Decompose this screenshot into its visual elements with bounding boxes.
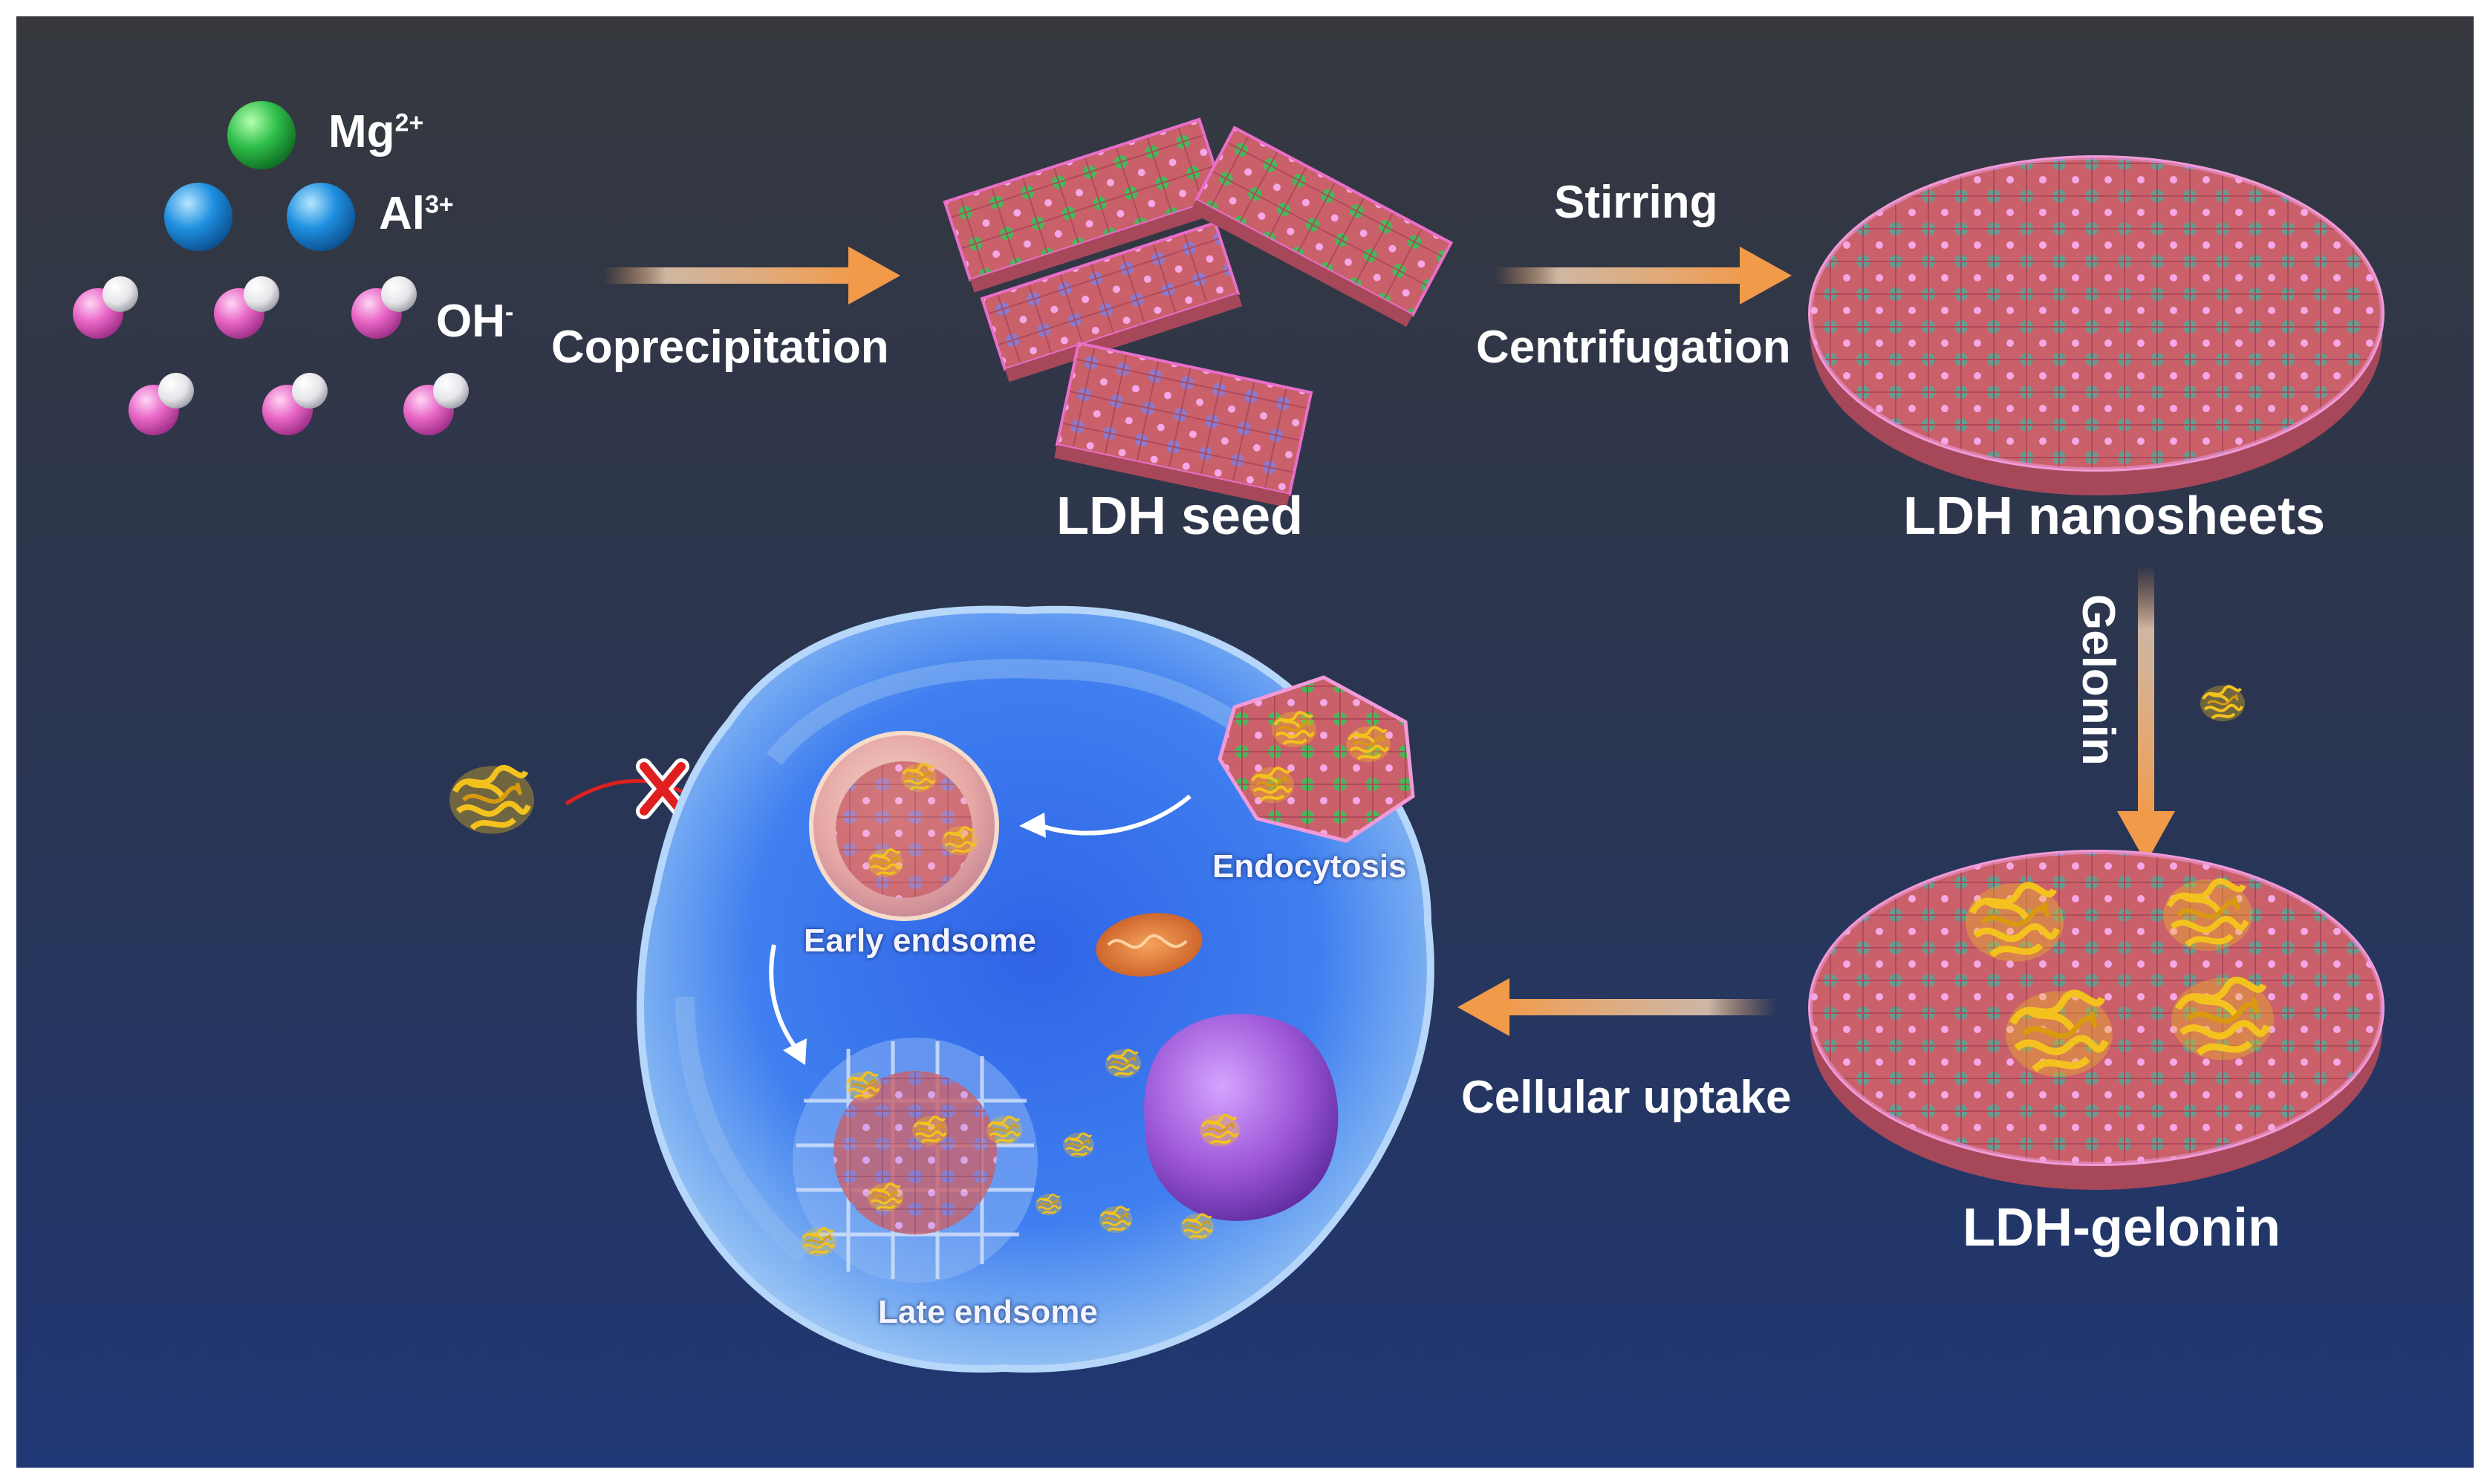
mg-ion-label: Mg2+ [328,105,423,158]
early-endosome-label: Early endsome [804,922,1037,959]
ldh-nanosheets-graphic [1808,155,2385,495]
endocytosis-label: Endocytosis [1212,848,1407,885]
endocytosis-ldh-graphic [1218,675,1415,843]
coprecipitation-arrow [603,247,900,305]
oh-ion-label: OH- [436,295,513,348]
nucleus-graphic [1144,1014,1339,1221]
mg-ion-sphere [227,101,296,169]
diagram-graphics [16,16,2474,1468]
endocytosis-arrowhead [1019,813,1046,838]
stirring-label: Stirring [1554,177,1718,228]
al-ion-charge: 3+ [425,190,454,219]
mg-ion-charge: 2+ [394,108,424,137]
coprecipitation-label: Coprecipitation [551,322,889,373]
maturation-arrowhead [783,1038,807,1065]
centrifugation-label: Centrifugation [1476,322,1791,373]
early-endosome-graphic [809,731,999,921]
gelonin-protein-free [2199,684,2246,723]
al-ion-symbol: Al [379,188,425,239]
stirring-arrow [1495,247,1792,305]
gelonin-arrow [2117,566,2175,863]
al-ion-sphere [164,183,233,251]
diagram-panel: Mg2+ Al3+ OH- Coprecipitation Stirring C… [16,16,2474,1468]
ldh-nanosheets-label: LDH nanosheets [1903,486,2326,546]
endocytosis-path [1041,794,1192,836]
blocked-x-icon [636,758,689,819]
al-ion-sphere [287,183,355,251]
ldh-gelonin-label: LDH-gelonin [1963,1198,2281,1257]
ldh-gelonin-graphic [1808,850,2385,1190]
gelonin-protein-blocked [449,766,534,833]
late-endosome-label: Late endsome [878,1294,1098,1330]
ldh-seed-graphic [943,117,1454,508]
cellular-uptake-label: Cellular uptake [1461,1072,1792,1123]
mg-ion-symbol: Mg [328,106,395,157]
oh-ion-symbol: OH [436,296,505,347]
oh-ion-charge: - [505,298,514,327]
mitochondrion-graphic [1096,913,1203,977]
cellular-uptake-arrow [1457,978,1777,1036]
gelonin-label: Gelonin [2073,594,2124,766]
al-ion-label: Al3+ [379,187,454,240]
late-endosome-graphic [793,1038,1038,1283]
ldh-seed-label: LDH seed [1056,486,1304,546]
maturation-path [769,944,799,1050]
